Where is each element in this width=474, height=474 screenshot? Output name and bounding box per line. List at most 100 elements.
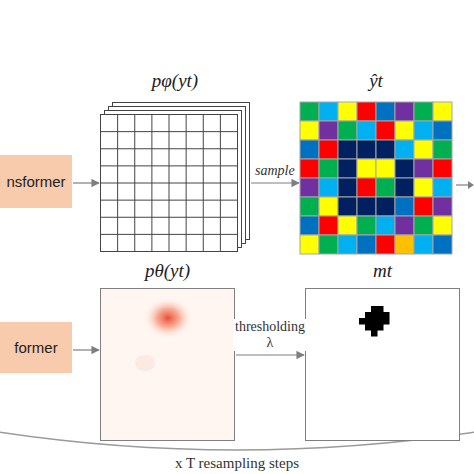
- color-cell: [395, 102, 414, 121]
- color-cell: [376, 216, 395, 235]
- color-cell: [376, 197, 395, 216]
- color-cell: [319, 197, 338, 216]
- color-cell: [376, 121, 395, 140]
- color-cell: [376, 235, 395, 254]
- mask-box-picture: [305, 288, 460, 441]
- mask-cell: [383, 318, 390, 325]
- flow-arrow: [73, 182, 99, 183]
- edge-label: thresholding λ: [233, 319, 307, 351]
- color-cell: [357, 159, 376, 178]
- color-cell: [357, 121, 376, 140]
- color-cell: [395, 140, 414, 159]
- figure-heading: pθ(yt): [100, 258, 235, 284]
- color-cell: [338, 178, 357, 197]
- flow-arrow: [236, 354, 304, 355]
- sample-grid-picture: [300, 102, 452, 254]
- heatmap-frame: [101, 289, 235, 441]
- color-cell: [395, 121, 414, 140]
- mask-cell: [365, 312, 372, 319]
- color-cell: [433, 235, 452, 254]
- mask-cell: [371, 324, 378, 331]
- color-cell: [376, 159, 395, 178]
- sample-grid: ŷt: [300, 68, 452, 254]
- color-cell: [319, 140, 338, 159]
- figure-heading: mt: [305, 258, 460, 284]
- heatmap-box-picture: [100, 288, 235, 441]
- mask-cell: [365, 324, 372, 331]
- mask-cell: [371, 306, 378, 313]
- flow-arrow: [251, 182, 299, 183]
- grid-front: [101, 115, 238, 252]
- color-cell: [300, 178, 319, 197]
- color-cell: [414, 178, 433, 197]
- caption-note: x T resampling steps: [175, 455, 299, 472]
- figure-heading: pφ(yt): [100, 68, 250, 94]
- mask-cell: [371, 330, 378, 337]
- color-cell: [395, 159, 414, 178]
- color-cell: [319, 178, 338, 197]
- color-cell: [357, 102, 376, 121]
- box-label: nsformer: [6, 173, 65, 190]
- mask-cell: [371, 312, 378, 319]
- color-cell: [395, 178, 414, 197]
- color-cell: [300, 102, 319, 121]
- mask-cell: [365, 318, 372, 325]
- color-cell: [395, 235, 414, 254]
- distribution-stack: pφ(yt): [100, 68, 250, 252]
- color-cell: [338, 140, 357, 159]
- color-cell: [395, 197, 414, 216]
- color-cell: [376, 178, 395, 197]
- color-cell: [338, 216, 357, 235]
- color-cell: [414, 102, 433, 121]
- color-cell: [319, 121, 338, 140]
- mask-frame: [306, 289, 460, 441]
- color-cell: [357, 140, 376, 159]
- encoder-box: former: [0, 322, 72, 373]
- color-cell: [433, 178, 452, 197]
- color-cell: [357, 235, 376, 254]
- exit-arrow: [456, 184, 468, 185]
- box-label: former: [14, 339, 57, 356]
- color-cell: [414, 140, 433, 159]
- color-cell: [433, 102, 452, 121]
- mask-cell: [377, 318, 384, 325]
- mask-box: mt: [305, 258, 460, 441]
- color-cell: [338, 235, 357, 254]
- color-cell: [338, 121, 357, 140]
- color-cell: [433, 121, 452, 140]
- heat-trace: [135, 355, 155, 371]
- color-cell: [300, 121, 319, 140]
- color-cell: [300, 216, 319, 235]
- color-cell: [414, 159, 433, 178]
- color-cell: [414, 235, 433, 254]
- edge-label: sample: [253, 163, 297, 179]
- distribution-stack-picture: [100, 102, 250, 252]
- color-cell: [357, 216, 376, 235]
- exit-arrow-head: [468, 181, 474, 189]
- color-cell: [414, 197, 433, 216]
- color-cell: [319, 102, 338, 121]
- figure-heading: ŷt: [300, 68, 452, 94]
- color-cell: [300, 197, 319, 216]
- color-cell: [338, 197, 357, 216]
- color-cell: [357, 178, 376, 197]
- heat-blob: [144, 298, 192, 338]
- color-cell: [433, 159, 452, 178]
- color-cell: [338, 159, 357, 178]
- mask-cell: [377, 306, 384, 313]
- encoder-box: nsformer: [0, 155, 72, 208]
- mask-cell: [371, 318, 378, 325]
- color-cell: [414, 121, 433, 140]
- color-cell: [433, 216, 452, 235]
- mask-cell: [359, 318, 366, 325]
- color-cell: [319, 216, 338, 235]
- flow-arrow: [73, 349, 99, 350]
- color-cell: [376, 102, 395, 121]
- color-cell: [357, 197, 376, 216]
- color-cell: [376, 140, 395, 159]
- color-cell: [300, 235, 319, 254]
- color-cell: [395, 216, 414, 235]
- color-cell: [414, 216, 433, 235]
- color-cell: [433, 140, 452, 159]
- color-cell: [338, 102, 357, 121]
